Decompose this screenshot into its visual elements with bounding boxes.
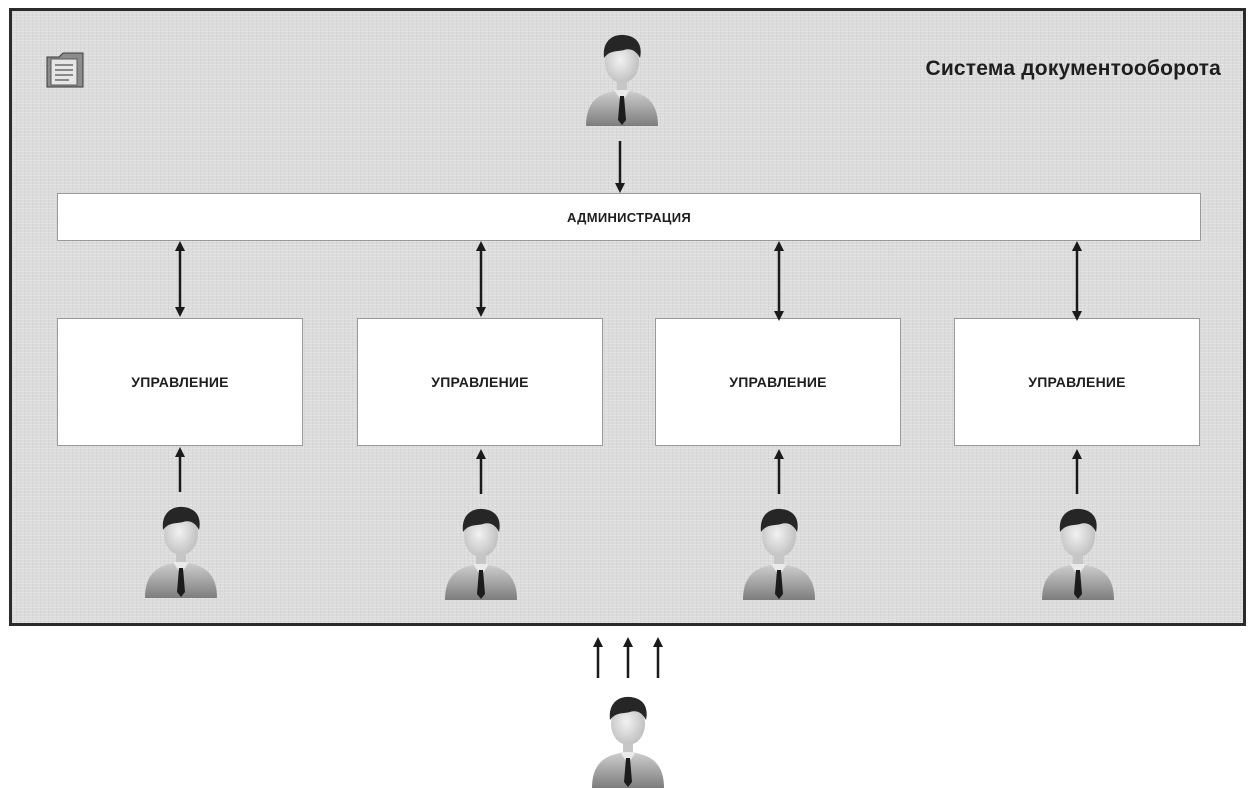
unit-box-1: УПРАВЛЕНИЕ [57, 318, 303, 446]
administration-box: АДМИНИСТРАЦИЯ [57, 193, 1201, 241]
unit-box-4: УПРАВЛЕНИЕ [954, 318, 1200, 446]
unit-box-2: УПРАВЛЕНИЕ [357, 318, 603, 446]
system-title: Система документооборота [925, 57, 1221, 80]
document-folder-icon [45, 49, 87, 91]
unit-box-3: УПРАВЛЕНИЕ [655, 318, 901, 446]
